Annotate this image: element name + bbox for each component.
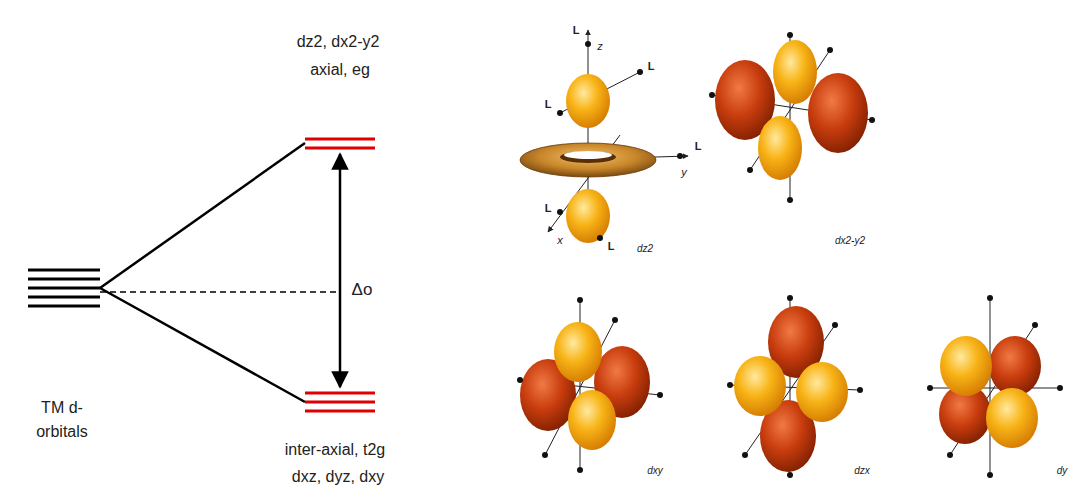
splitting-arrow [339,154,342,387]
ligand-label: L [648,60,655,72]
orbital-label: dy [1057,465,1068,476]
ligand-label: L [573,24,580,36]
dx2-y2-orbital [709,32,875,203]
ligand-label: L [545,202,552,214]
t2g-levels [305,393,375,411]
orbital-label: dz2 [637,243,653,254]
orbital-label: dxy [647,465,663,476]
barycenter-line [100,291,338,293]
eg-levels [305,139,375,148]
ligand-label: L [608,240,615,252]
dzx-orbital [727,295,863,478]
dz2-orbital [520,30,688,243]
orbital-label: dx2-y2 [835,235,865,246]
level-label: dz2, dx2-y2 [297,30,380,54]
split-line [100,288,305,402]
level-label: axial, eg [310,58,370,82]
level-label: TM d-orbitals [17,396,107,444]
energy-diagram [28,139,375,411]
splitting-label: Δo [352,277,373,303]
level-label: dxz, dyz, dxy [292,465,384,489]
ligand-label: L [695,140,702,152]
ligand-label: L [545,98,552,110]
degenerate-levels [28,270,100,306]
axis-label: y [681,166,687,178]
orbital-label: dzx [854,465,870,476]
level-label: inter-axial, t2g [285,438,386,462]
dxy-orbital [517,297,663,473]
axis-label: x [557,234,563,246]
axis-label: z [597,40,603,52]
dyz-orbital [927,295,1063,478]
split-line [100,143,305,288]
